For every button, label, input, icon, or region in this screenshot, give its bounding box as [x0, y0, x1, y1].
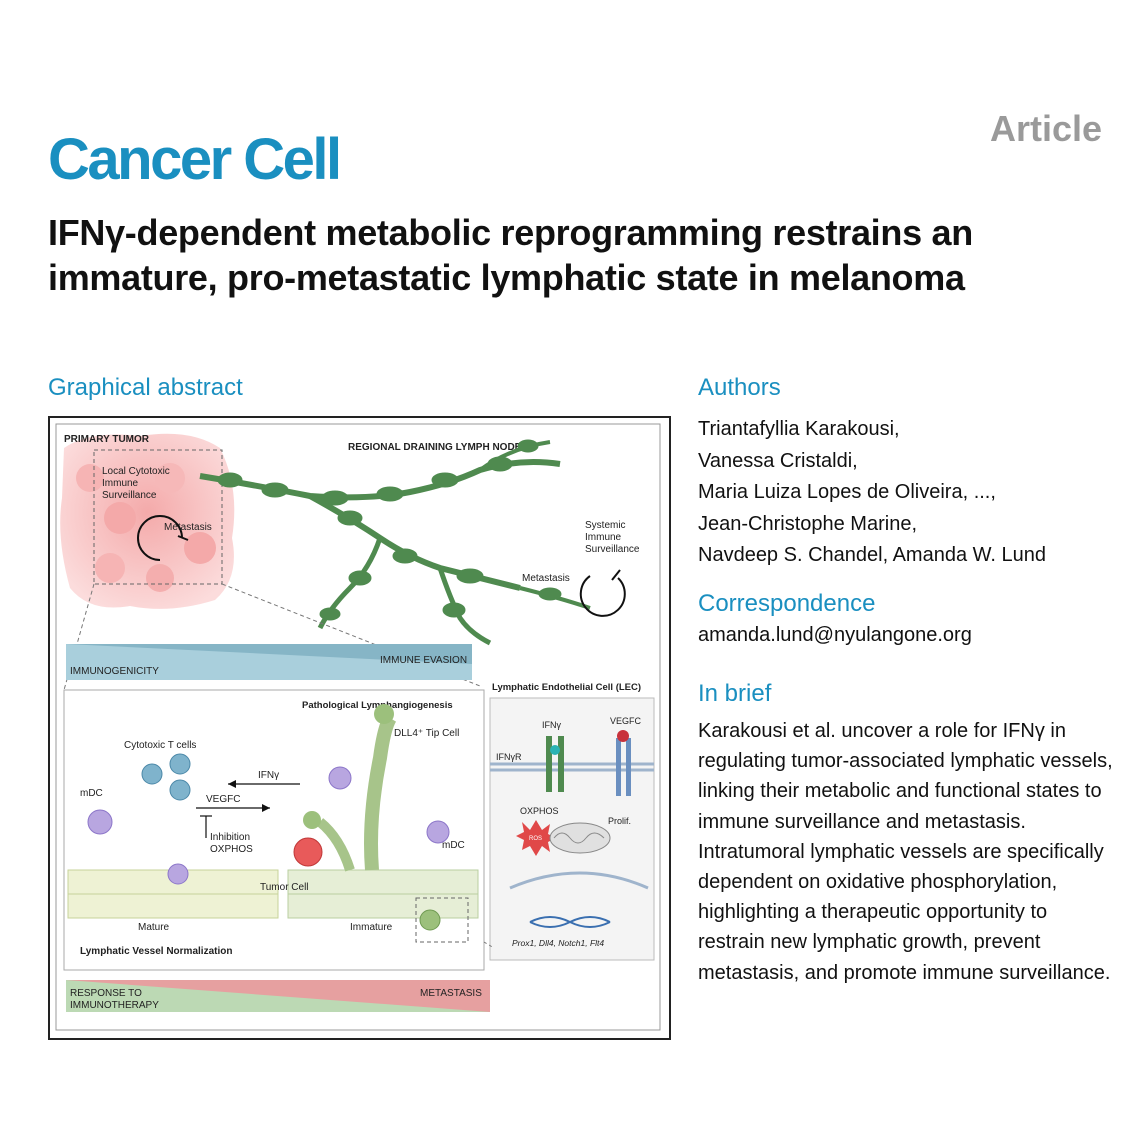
local-surveillance-label-3: Surveillance: [102, 490, 157, 501]
cytotoxic-t-cells-label: Cytotoxic T cells: [124, 740, 196, 751]
graphical-abstract-figure: PRIMARY TUMOR REGIONAL DRAINING LYMPH NO…: [55, 423, 661, 1031]
svg-text:IFNγR: IFNγR: [496, 752, 522, 762]
response-metastasis-bar: [66, 980, 490, 1012]
tumor-zoom-box: [93, 449, 223, 585]
systemic-label-1: Systemic: [585, 520, 626, 531]
correspondence-heading: Correspondence: [698, 590, 876, 617]
systemic-label-3: Surveillance: [585, 544, 640, 555]
svg-text:OXPHOS: OXPHOS: [520, 806, 559, 816]
immunogenicity-bar: [66, 644, 472, 680]
tumor-cell-label: Tumor Cell: [260, 882, 309, 893]
systemic-label-2: Immune: [585, 532, 622, 543]
inhibition-label-1: Inhibition: [210, 832, 250, 843]
tumor-cell: [293, 837, 323, 867]
svg-text:ROS: ROS: [529, 836, 542, 842]
lymphangiogenesis-panel: [63, 689, 485, 971]
metastasis-right-label: Metastasis: [522, 573, 570, 584]
immune-evasion-label: IMMUNE EVASION: [380, 655, 467, 666]
svg-text:IFNγ: IFNγ: [258, 770, 279, 781]
graphical-abstract-heading: Graphical abstract: [48, 374, 243, 401]
gene-list: Prox1, Dll4, Notch1, Flt4: [512, 938, 604, 948]
svg-text:VEGFC: VEGFC: [610, 716, 642, 726]
tip-cell-label: DLL4⁺ Tip Cell: [394, 728, 459, 739]
author-line: Triantafyllia Karakousi,: [698, 418, 900, 440]
in-brief-text: Karakousi et al. uncover a role for IFNγ…: [698, 720, 1113, 984]
lec-title: Lymphatic Endothelial Cell (LEC): [492, 682, 641, 693]
authors-list: Triantafyllia Karakousi, Vanessa Cristal…: [698, 414, 1046, 572]
regional-nodes-label: REGIONAL DRAINING LYMPH NODES: [348, 442, 528, 453]
in-brief-heading: In brief: [698, 680, 772, 707]
local-cycle-arrow: [137, 515, 183, 561]
authors-heading: Authors: [698, 374, 781, 401]
author-line: Jean-Christophe Marine,: [698, 512, 917, 535]
immunogenicity-label: IMMUNOGENICITY: [70, 666, 159, 677]
inner-border: [55, 423, 661, 1031]
lymphatic-vessel-chain: [199, 439, 591, 646]
normalization-label: Lymphatic Vessel Normalization: [80, 946, 232, 957]
author-line: Vanessa Cristaldi,: [698, 449, 858, 472]
response-label-2: IMMUNOTHERAPY: [70, 1000, 159, 1011]
author-line: Navdeep S. Chandel, Amanda W. Lund: [698, 544, 1047, 566]
mdc-right-label: mDC: [442, 840, 465, 851]
metastasis-bar-label: METASTASIS: [420, 988, 482, 999]
response-label-1: RESPONSE TO: [70, 988, 142, 999]
immature-label: Immature: [350, 922, 393, 933]
author-line: Maria Luiza Lopes de Oliveira, ...,: [698, 481, 996, 503]
tip-sprout: [364, 714, 397, 871]
inhibition-label-2: OXPHOS: [210, 844, 253, 855]
local-surveillance-label-1: Local Cytotoxic: [102, 466, 170, 477]
svg-text:Prolif.: Prolif.: [608, 816, 631, 826]
journal-logo: Cancer Cell: [48, 127, 342, 192]
mdc-left-label: mDC: [80, 788, 103, 799]
svg-text:VEGFC: VEGFC: [206, 794, 240, 805]
primary-tumor-illustration: [60, 433, 235, 609]
svg-text:IFNγ: IFNγ: [542, 720, 561, 730]
pathological-lymphangiogenesis-label: Pathological Lymphangiogenesis: [302, 700, 453, 711]
systemic-cycle-arrow: [579, 575, 626, 617]
correspondence-email[interactable]: amanda.lund@nyulangone.org: [698, 624, 972, 646]
article-type-label: Article: [989, 108, 1102, 149]
local-surveillance-label-2: Immune: [102, 478, 139, 489]
mdc-left-cell: [87, 809, 113, 835]
mature-label: Mature: [138, 922, 170, 933]
metastasis-left-label: Metastasis: [164, 522, 212, 533]
primary-tumor-label: PRIMARY TUMOR: [64, 434, 150, 445]
paper-title: IFNγ-dependent metabolic reprogramming r…: [48, 212, 973, 298]
